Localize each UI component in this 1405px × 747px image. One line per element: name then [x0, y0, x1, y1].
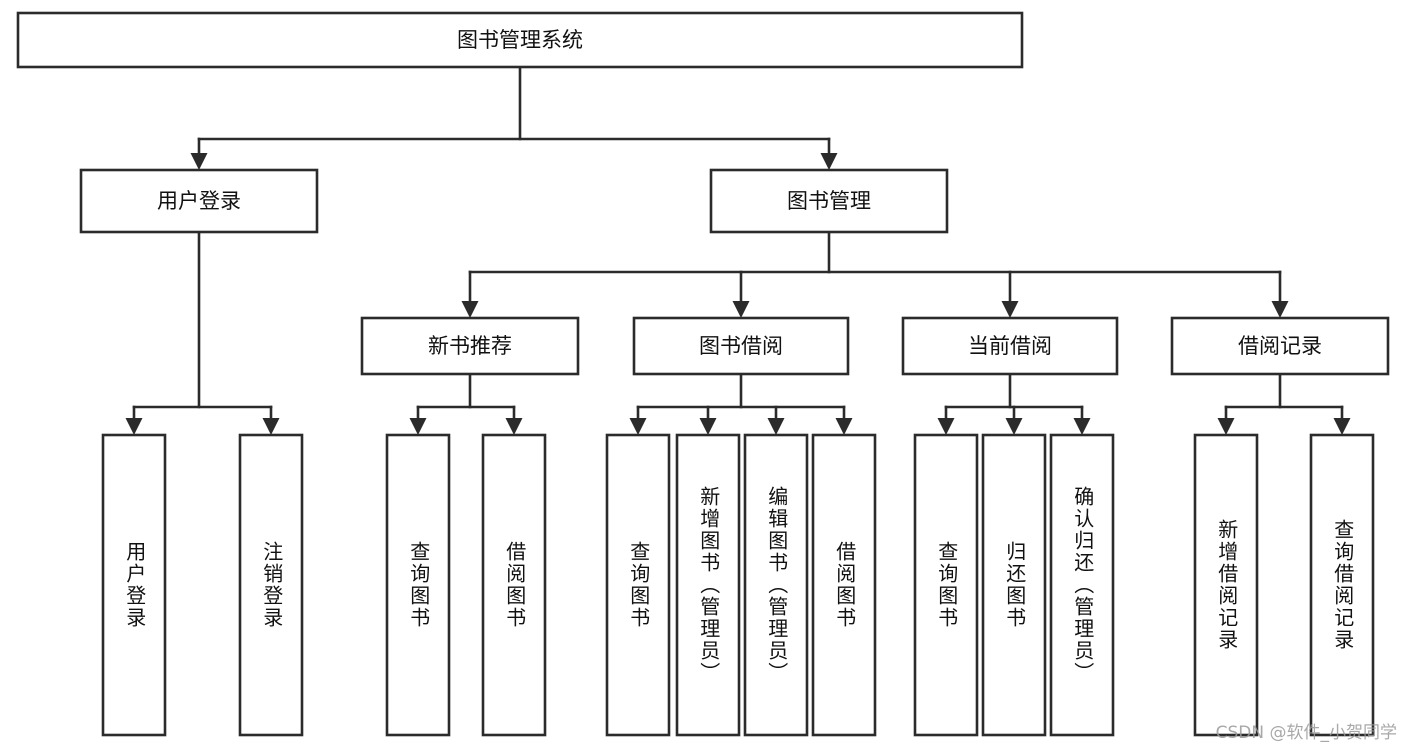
leaf-node-box-10[interactable] [1049, 433, 1115, 737]
level3-node-label-0: 新书推荐 [428, 334, 512, 358]
level2-node-box-0[interactable] [79, 168, 319, 234]
level3-node-box-3[interactable] [1170, 316, 1390, 376]
leaf-node-box-7[interactable] [811, 433, 877, 737]
level2-node-label-1: 图书管理 [787, 189, 871, 213]
arrow-head-icon [699, 418, 717, 435]
node-boxes-layer [16, 11, 1390, 737]
leaf-node-box-11[interactable] [1193, 433, 1259, 737]
arrow-head-icon [1001, 301, 1019, 318]
level2-node-label-0: 用户登录 [157, 189, 241, 213]
leaf-node-box-12[interactable] [1309, 433, 1375, 737]
arrow-head-icon [767, 418, 785, 435]
arrow-head-icon [461, 301, 479, 318]
leaf-node-box-9[interactable] [981, 433, 1047, 737]
arrow-head-icon [1073, 418, 1091, 435]
arrow-head-icon [1333, 418, 1351, 435]
root-node-label: 图书管理系统 [457, 28, 583, 52]
level3-node-label-1: 图书借阅 [699, 334, 783, 358]
arrow-head-icon [835, 418, 853, 435]
arrow-head-icon [1271, 301, 1289, 318]
arrow-head-icon [1005, 418, 1023, 435]
arrow-head-icon [262, 418, 280, 435]
level3-node-label-3: 借阅记录 [1238, 334, 1322, 358]
level2-node-box-1[interactable] [709, 168, 949, 234]
leaf-node-box-2[interactable] [385, 433, 451, 737]
root-node-box[interactable] [16, 11, 1024, 69]
arrow-head-icon [409, 418, 427, 435]
arrow-head-icon [937, 418, 955, 435]
connector-lines-layer [125, 65, 1351, 435]
level3-node-box-1[interactable] [632, 316, 850, 376]
arrow-head-icon [125, 418, 143, 435]
arrow-head-icon [629, 418, 647, 435]
arrow-head-icon [505, 418, 523, 435]
arrow-head-icon [1217, 418, 1235, 435]
level3-node-box-2[interactable] [901, 316, 1119, 376]
arrow-head-icon [732, 301, 750, 318]
leaf-node-box-8[interactable] [913, 433, 979, 737]
leaf-node-box-5[interactable] [675, 433, 741, 737]
level3-node-label-2: 当前借阅 [968, 334, 1052, 358]
level3-node-box-0[interactable] [360, 316, 580, 376]
leaf-node-box-6[interactable] [743, 433, 809, 737]
leaf-node-box-0[interactable] [101, 433, 167, 737]
watermark-text: CSDN @软件_小贺同学 [1215, 723, 1397, 743]
leaf-node-box-1[interactable] [238, 433, 304, 737]
arrow-head-icon [820, 153, 838, 170]
arrow-head-icon [190, 153, 208, 170]
leaf-node-box-4[interactable] [605, 433, 671, 737]
leaf-node-box-3[interactable] [481, 433, 547, 737]
